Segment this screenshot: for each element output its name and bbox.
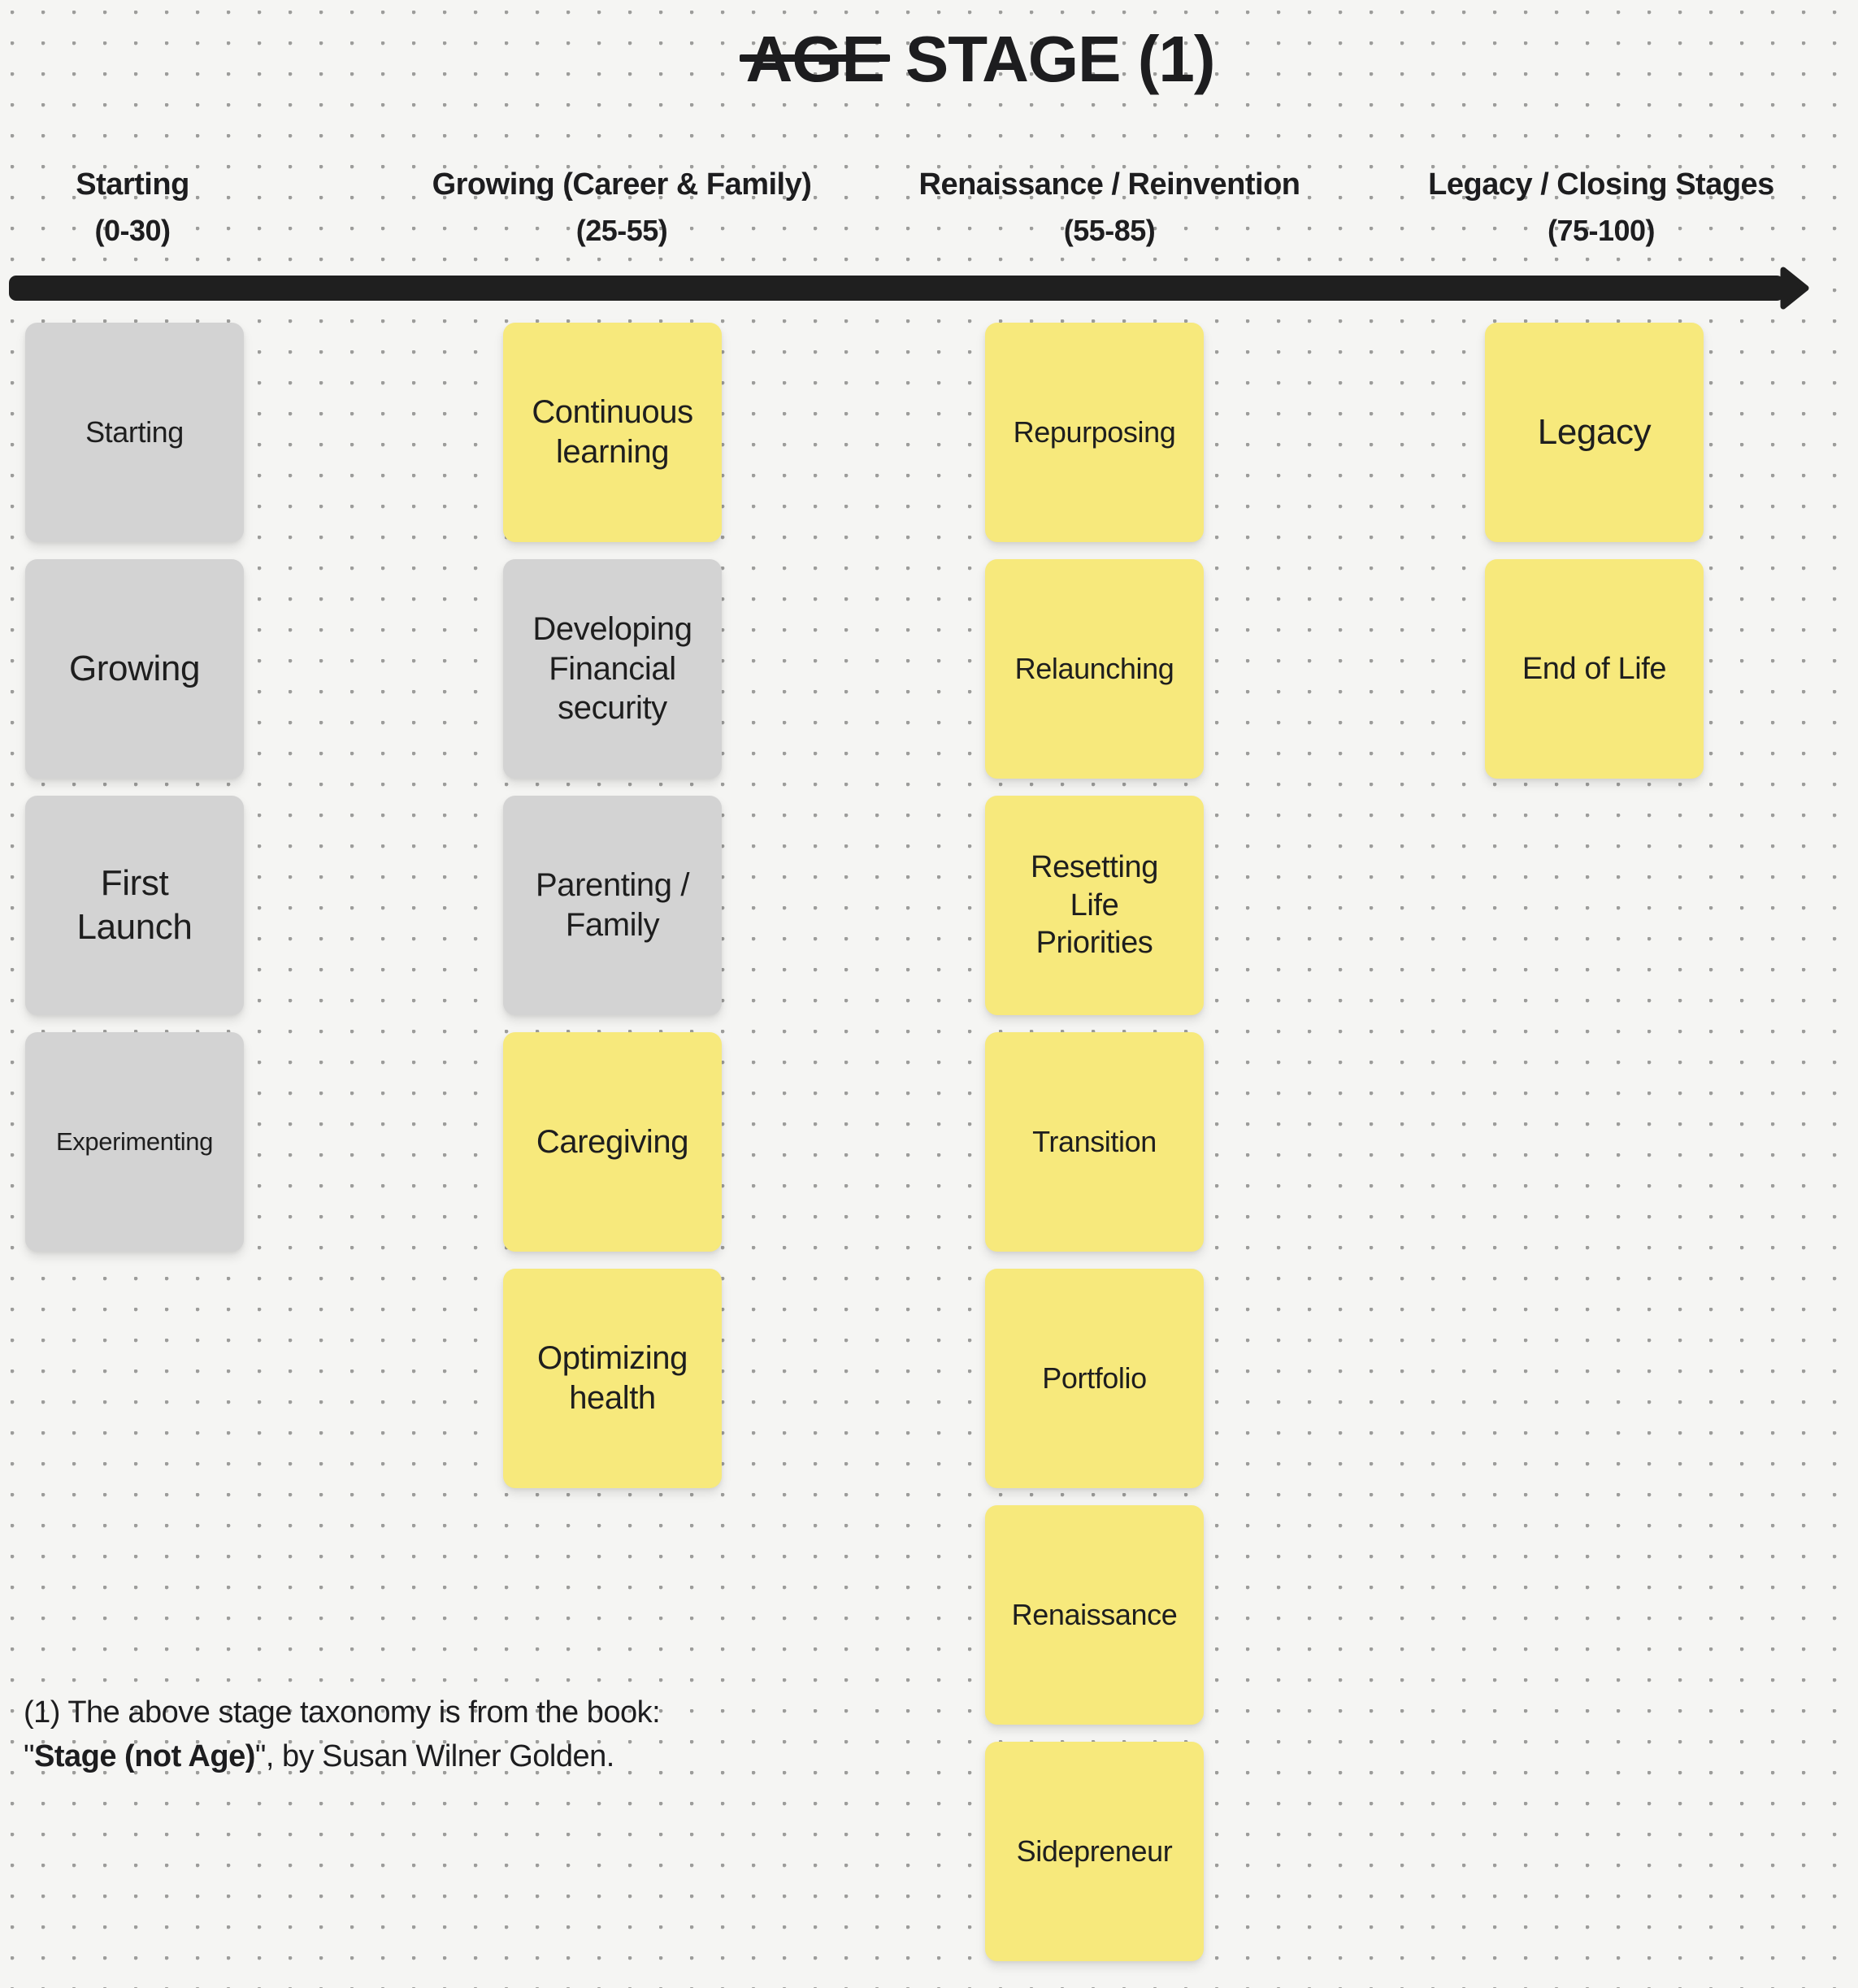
- sticky-note-parenting-family[interactable]: Parenting / Family: [503, 796, 722, 1015]
- sticky-note-caregiving[interactable]: Caregiving: [503, 1032, 722, 1252]
- page-title[interactable]: AGE STAGE (1): [688, 20, 1273, 98]
- column-age-range: (55-85): [1063, 214, 1156, 247]
- sticky-note-end-of-life[interactable]: End of Life: [1485, 559, 1704, 779]
- column-label: Legacy / Closing Stages: [1428, 167, 1774, 202]
- sticky-note-transition[interactable]: Transition: [985, 1032, 1204, 1252]
- sticky-note-experimenting[interactable]: Experimenting: [25, 1032, 244, 1252]
- column-header-starting[interactable]: Starting (0-30): [0, 164, 384, 251]
- column-age-range: (0-30): [94, 214, 171, 247]
- sticky-note-continuous-learning[interactable]: Continuous learning: [503, 323, 722, 542]
- sticky-note-portfolio[interactable]: Portfolio: [985, 1269, 1204, 1488]
- title-rest: STAGE (1): [905, 23, 1216, 95]
- column-label: Renaissance / Reinvention: [918, 167, 1301, 202]
- sticky-note-growing[interactable]: Growing: [25, 559, 244, 779]
- footnote-line1: (1) The above stage taxonomy is from the…: [24, 1695, 661, 1730]
- sticky-note-repurposing[interactable]: Repurposing: [985, 323, 1204, 542]
- sticky-note-resetting-life-priorities[interactable]: Resetting Life Priorities: [985, 796, 1204, 1015]
- column-age-range: (75-100): [1547, 214, 1656, 247]
- sticky-note-starting[interactable]: Starting: [25, 323, 244, 542]
- column-label: Growing (Career & Family): [432, 167, 812, 202]
- sticky-note-first-launch[interactable]: First Launch: [25, 796, 244, 1015]
- column-header-legacy[interactable]: Legacy / Closing Stages (75-100): [1349, 164, 1853, 251]
- sticky-note-legacy[interactable]: Legacy: [1485, 323, 1704, 542]
- column-label: Starting: [76, 167, 189, 202]
- column-header-growing[interactable]: Growing (Career & Family) (25-55): [370, 164, 874, 251]
- footnote-book-title: Stage (not Age): [34, 1739, 255, 1773]
- title-struck-word: AGE: [740, 20, 891, 98]
- sticky-note-optimizing-health[interactable]: Optimizing health: [503, 1269, 722, 1488]
- sticky-note-developing-financial-security[interactable]: Developing Financial security: [503, 559, 722, 779]
- arrow-head-icon: [1780, 267, 1809, 310]
- footnote[interactable]: (1) The above stage taxonomy is from the…: [24, 1691, 661, 1778]
- sticky-note-renaissance[interactable]: Renaissance: [985, 1505, 1204, 1725]
- sticky-note-relaunching[interactable]: Relaunching: [985, 559, 1204, 779]
- column-header-renaissance[interactable]: Renaissance / Reinvention (55-85): [857, 164, 1361, 251]
- sticky-note-sidepreneur[interactable]: Sidepreneur: [985, 1742, 1204, 1961]
- footnote-line2: "Stage (not Age)", by Susan Wilner Golde…: [24, 1739, 614, 1773]
- timeline-arrow[interactable]: [7, 265, 1814, 312]
- column-age-range: (25-55): [575, 214, 668, 247]
